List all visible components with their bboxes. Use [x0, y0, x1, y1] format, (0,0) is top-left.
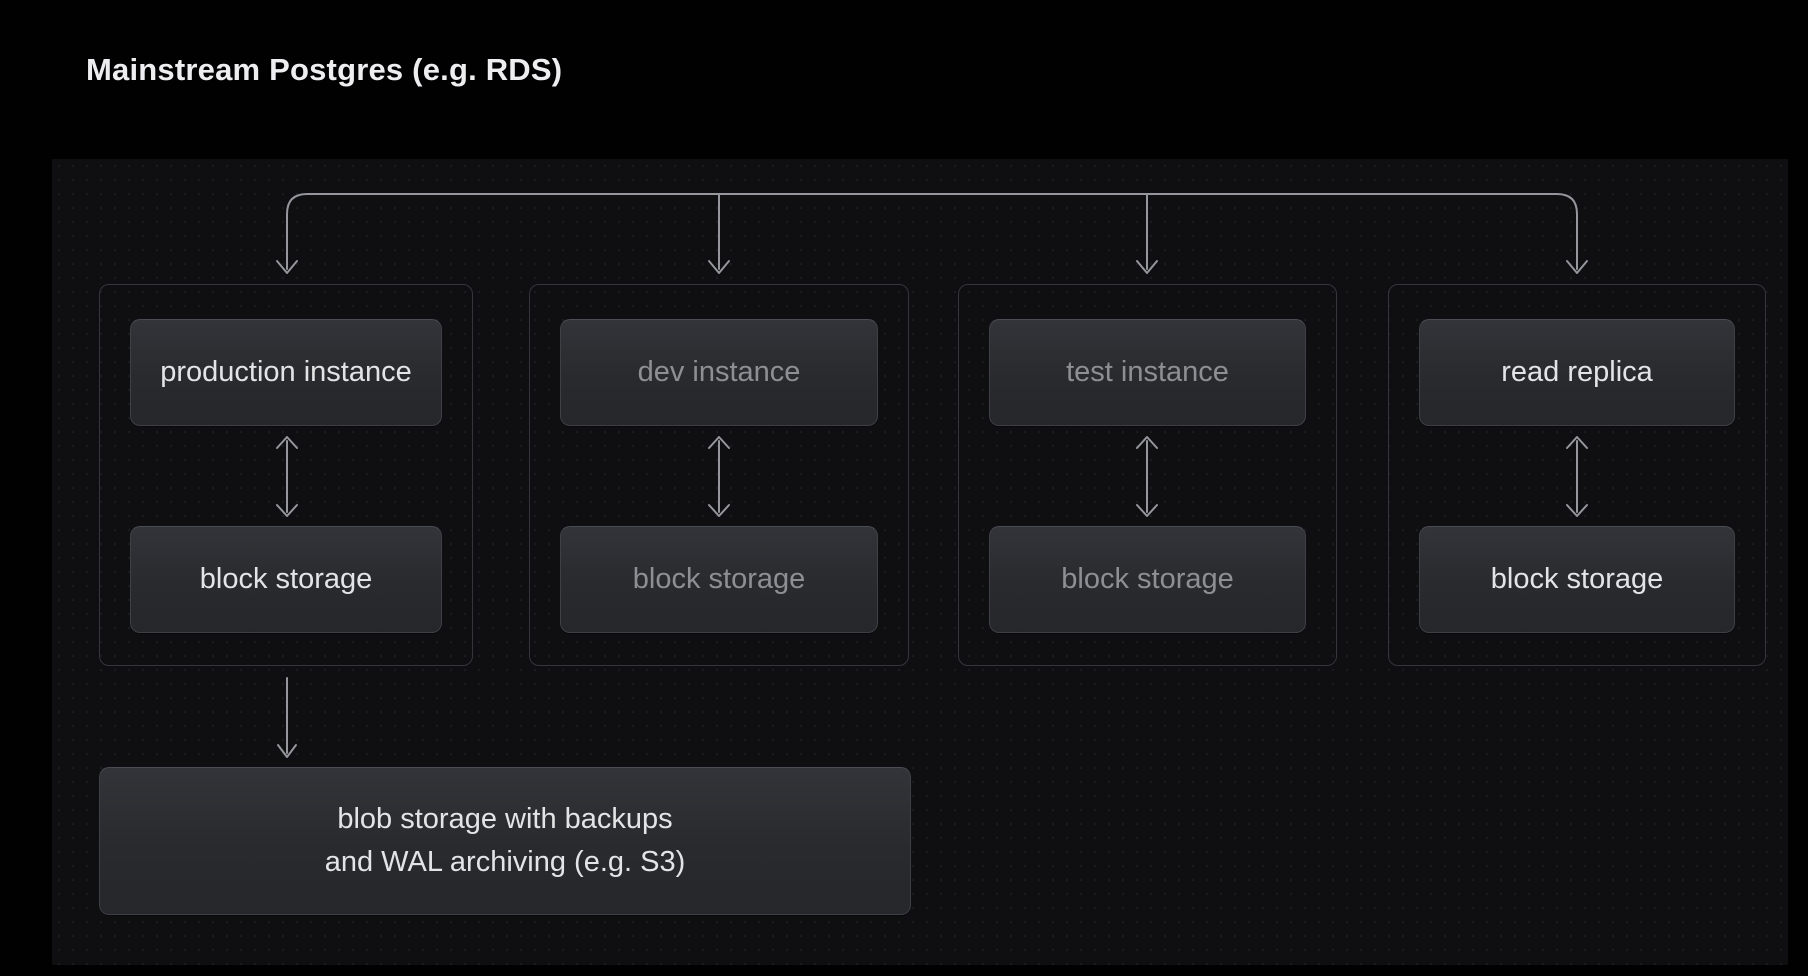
arrowhead-down-icon [708, 260, 730, 274]
node-production-block-storage: block storage [130, 526, 442, 633]
node-blob-storage: blob storage with backups and WAL archiv… [99, 767, 911, 915]
blob-storage-label-line2: and WAL archiving (e.g. S3) [324, 846, 686, 878]
arrowhead-down-icon [1566, 260, 1588, 274]
node-read-replica-block-storage: block storage [1419, 526, 1735, 633]
node-read-replica: read replica [1419, 319, 1735, 426]
group-read-replica: read replica block storage [1388, 284, 1766, 666]
bus-right-elbow [1556, 193, 1578, 270]
blob-storage-label-line1: blob storage with backups [337, 803, 673, 835]
bus-left-elbow [286, 193, 308, 270]
node-test-instance: test instance [989, 319, 1306, 426]
node-production-instance: production instance [130, 319, 442, 426]
node-dev-block-storage: block storage [560, 526, 878, 633]
node-test-block-storage: block storage [989, 526, 1306, 633]
page-title: Mainstream Postgres (e.g. RDS) [86, 52, 563, 87]
diagram-panel: production instance block storage dev in… [52, 159, 1788, 965]
group-dev: dev instance block storage [529, 284, 909, 666]
group-production: production instance block storage [99, 284, 473, 666]
arrow-to-blob-storage [277, 677, 297, 758]
group-test: test instance block storage [958, 284, 1337, 666]
node-dev-instance: dev instance [560, 319, 878, 426]
arrowhead-down-icon [276, 260, 298, 274]
arrowhead-down-icon [1136, 260, 1158, 274]
